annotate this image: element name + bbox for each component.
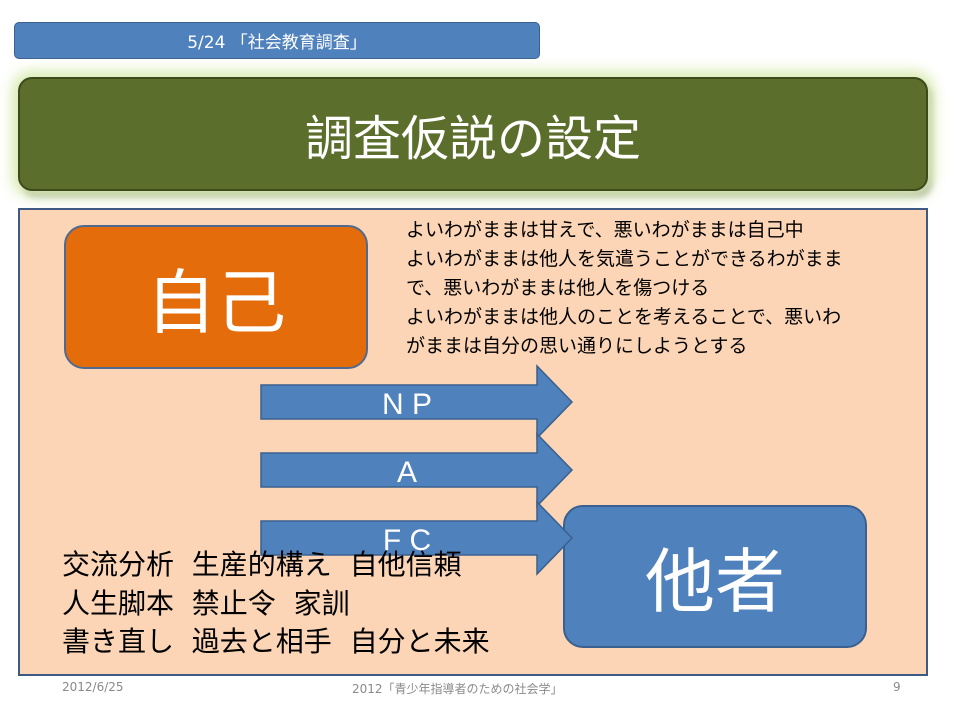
arrow-np: N P [260,364,574,440]
footer-title: 2012「青少年指導者のための社会学」 [352,682,563,696]
note-line: よいわがままは他人を気遣うことができるわがまま [406,248,843,270]
arrow-label: F C [383,524,431,557]
term-line: 書き直し 過去と相手 自分と未来 [62,625,490,658]
arrow-fc: F C [260,500,574,576]
note-line: がままは自分の思い通りにしようとする [406,335,748,357]
note-line: よいわがままは甘えで、悪いわがままは自己中 [406,219,804,241]
slide-title: 調査仮説の設定 [18,77,928,191]
arrow-a: A [260,432,574,508]
arrow-label: N P [382,388,432,421]
self-box: 自己 [64,225,368,369]
term-line: 交流分析 生産的構え 自他信頼 [62,548,462,581]
arrow-shape [260,364,574,440]
note-line: よいわがままは他人のことを考えることで、悪いわ [406,306,842,328]
hypothesis-notes: よいわがままは甘えで、悪いわがままは自己中 よいわがままは他人を気遣うことができ… [406,216,926,361]
note-line: で、悪いわがままは他人を傷つける [406,277,710,299]
arrow-shape [260,500,574,576]
arrow-shape [260,432,574,508]
arrow-label: A [397,456,417,489]
term-line: 人生脚本 禁止令 家訓 [62,586,350,620]
other-box: 他者 [563,505,867,648]
key-terms: 交流分析 生産的構え 自他信頼 人生脚本 禁止令 家訓 書き直し 過去と相手 自… [62,546,490,662]
session-tag: 5/24 「社会教育調査」 [14,22,540,59]
page-number: 9 [893,680,901,694]
footer-date: 2012/6/25 [62,680,124,694]
